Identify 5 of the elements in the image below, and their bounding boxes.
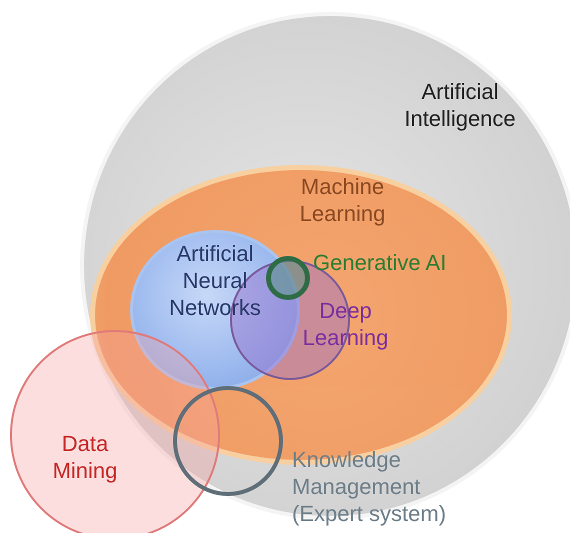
set-label: Knowledge Management (Expert system) [292,446,448,527]
set-label: Data Mining [52,430,118,484]
set-label: Generative AI [313,249,448,276]
set-label: Artificial Intelligence [403,78,517,132]
set-label: Machine Learning [298,173,386,227]
